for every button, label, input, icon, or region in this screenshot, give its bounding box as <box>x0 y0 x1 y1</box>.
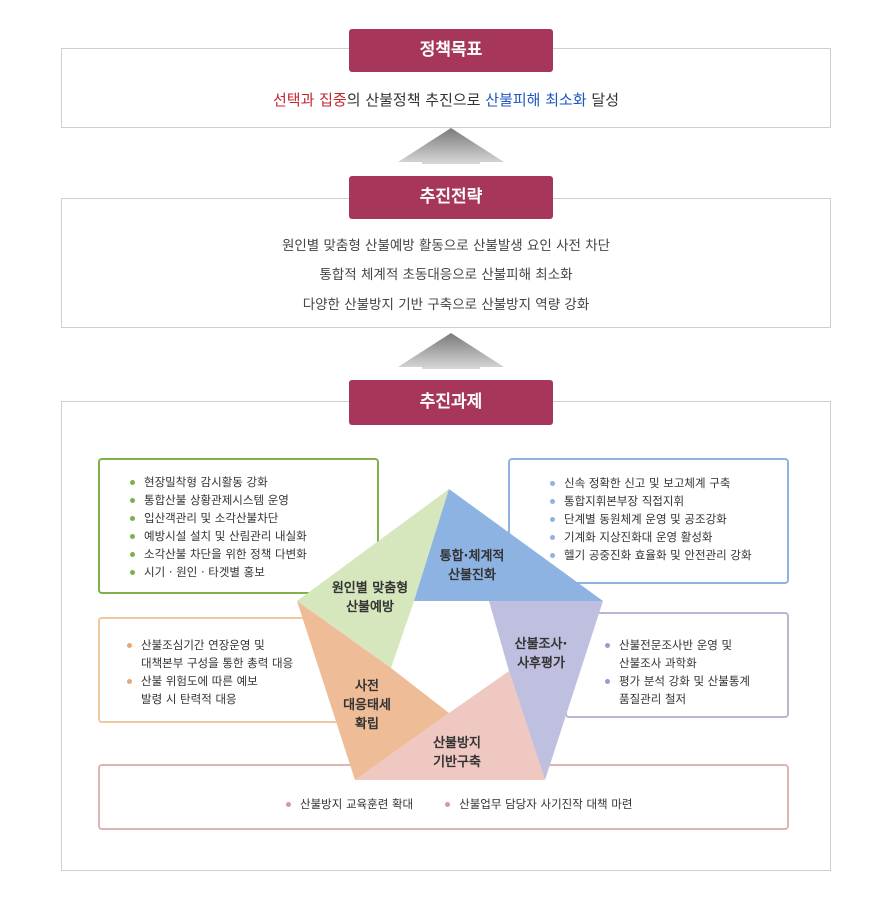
readiness-label: 확립 <box>355 716 379 732</box>
readiness-label: 대응태세 <box>343 698 391 713</box>
readiness-segment <box>297 601 449 780</box>
goal-highlight-focus: 선택과 집중 <box>272 91 347 109</box>
readiness-list: 산불조심기간 연장운영 및 대책본부 구성을 통한 총력 대응 산불 위험도에 … <box>127 636 293 708</box>
list-item-line: 평가 분석 강화 및 산불통계 <box>619 674 751 688</box>
list-item-line: 산불조심기간 연장운영 및 <box>141 638 265 652</box>
suppression-segment <box>414 489 603 601</box>
list-item: 산불조심기간 연장운영 및 대책본부 구성을 통한 총력 대응 <box>127 636 293 672</box>
list-item: 통합지휘본부장 직접지휘 <box>550 492 752 510</box>
infrastructure-segment <box>355 671 545 780</box>
list-item: 입산객관리 및 소각산불차단 <box>130 509 307 527</box>
list-item: 시기 · 원인 · 타겟별 홍보 <box>130 563 307 581</box>
investigation-label: 산불조사· <box>515 636 568 652</box>
strategy-item: 원인별 맞춤형 산불예방 활동으로 산불발생 요인 사전 차단 <box>281 238 611 254</box>
list-item: 헬기 공중진화 효율화 및 안전관리 강화 <box>550 546 752 564</box>
list-item: 통합산불 상황관제시스템 운영 <box>130 491 307 509</box>
suppression-label: 산불진화 <box>448 567 496 583</box>
strategy-item: 통합적 체계적 초동대응으로 산불피해 최소화 <box>319 267 573 283</box>
infrastructure-list: 산불방지 교육훈련 확대 산불업무 담당자 사기진작 대책 마련 <box>286 795 632 813</box>
prevention-label: 산불예방 <box>346 599 394 615</box>
goal-text-end: 달성 <box>586 91 620 109</box>
infrastructure-label: 기반구축 <box>433 754 481 770</box>
list-item-line: 산불조사 과학화 <box>619 656 697 670</box>
list-item: 산불전문조사반 운영 및 산불조사 과학화 <box>605 636 750 672</box>
goal-highlight-damage: 산불피해 최소화 <box>485 91 587 109</box>
list-item: 산불업무 담당자 사기진작 대책 마련 <box>445 795 632 813</box>
investigation-segment <box>489 601 603 780</box>
list-item-line: 대책본부 구성을 통한 총력 대응 <box>141 656 294 670</box>
list-item: 신속 정확한 신고 및 보고체계 구축 <box>550 474 752 492</box>
list-item-line: 산불전문조사반 운영 및 <box>619 638 733 652</box>
suppression-card: 신속 정확한 신고 및 보고체계 구축 통합지휘본부장 직접지휘 단계별 동원체… <box>508 458 789 584</box>
prevention-card: 현장밀착형 감시활동 강화 통합산불 상황관제시스템 운영 입산객관리 및 소각… <box>98 458 379 594</box>
list-item: 현장밀착형 감시활동 강화 <box>130 473 307 491</box>
up-arrow-icon <box>398 333 504 369</box>
list-item: 단계별 동원체계 운영 및 공조강화 <box>550 510 752 528</box>
list-item-line: 발령 시 탄력적 대응 <box>141 692 237 706</box>
readiness-label: 사전 <box>355 678 379 694</box>
readiness-card: 산불조심기간 연장운영 및 대책본부 구성을 통한 총력 대응 산불 위험도에 … <box>98 617 360 723</box>
list-item-line: 산불 위험도에 따른 예보 <box>141 674 258 688</box>
list-item-line: 품질관리 철저 <box>619 692 687 706</box>
prevention-list: 현장밀착형 감시활동 강화 통합산불 상황관제시스템 운영 입산객관리 및 소각… <box>130 473 307 581</box>
list-item: 소각산불 차단을 위한 정책 다변화 <box>130 545 307 563</box>
goal-statement: 선택과 집중의 산불정책 추진으로 산불피해 최소화 달성 <box>62 89 830 110</box>
list-item: 평가 분석 강화 및 산불통계 품질관리 철저 <box>605 672 750 708</box>
infrastructure-label: 산불방지 <box>433 735 481 751</box>
strategy-title: 추진전략 <box>349 176 553 219</box>
strategy-item: 다양한 산불방지 기반 구축으로 산불방지 역량 강화 <box>302 297 590 313</box>
suppression-label: 통합·체계적 <box>440 548 505 564</box>
prevention-segment <box>297 489 449 668</box>
investigation-list: 산불전문조사반 운영 및 산불조사 과학화 평가 분석 강화 및 산불통계 품질… <box>605 636 750 708</box>
up-arrow-icon <box>398 128 504 164</box>
goal-title: 정책목표 <box>349 29 553 72</box>
list-item: 산불 위험도에 따른 예보 발령 시 탄력적 대응 <box>127 672 293 708</box>
list-item: 산불방지 교육훈련 확대 <box>286 795 413 813</box>
investigation-label: 사후평가 <box>517 655 565 671</box>
strategy-box: 원인별 맞춤형 산불예방 활동으로 산불발생 요인 사전 차단 통합적 체계적 … <box>61 198 831 328</box>
list-item: 기계화 지상진화대 운영 활성화 <box>550 528 752 546</box>
investigation-card: 산불전문조사반 운영 및 산불조사 과학화 평가 분석 강화 및 산불통계 품질… <box>565 612 789 718</box>
list-item: 예방시설 설치 및 산림관리 내실화 <box>130 527 307 545</box>
suppression-list: 신속 정확한 신고 및 보고체계 구축 통합지휘본부장 직접지휘 단계별 동원체… <box>550 474 752 564</box>
prevention-label: 원인별 맞춤형 <box>332 580 408 596</box>
goal-text-middle: 의 산불정책 추진으로 <box>346 91 486 109</box>
tasks-title: 추진과제 <box>349 380 553 425</box>
